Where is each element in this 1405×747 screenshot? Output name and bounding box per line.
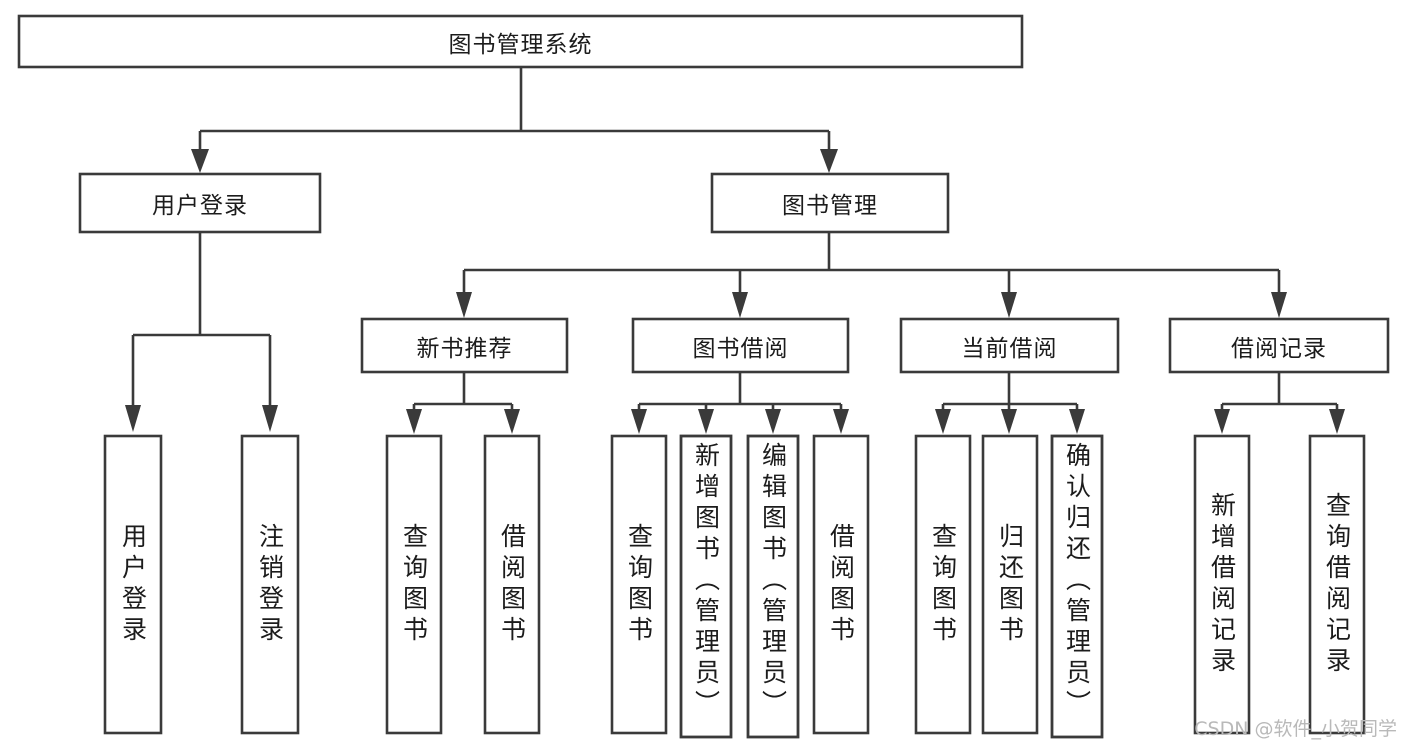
node-leaf-query-book-c-box[interactable] [914,434,972,735]
arrow-head-leaf-edit-book [765,409,781,434]
arrow-head-to-user-login [191,149,209,173]
arrow-head-to-current-borrow [1001,292,1017,318]
arrow-head-leaf-add-book [698,409,714,434]
arrow-head-leaf-add-record [1214,409,1230,434]
arrow-head-leaf-user-login [125,405,141,432]
arrow-head-leaf-borrow-book-b [833,409,849,434]
arrow-head-to-new-book-rec [456,292,472,318]
node-leaf-edit-book-box[interactable] [746,434,800,739]
edge-book-manage-to-level2 [462,232,1281,295]
arrow-head-leaf-logout [262,405,278,432]
node-leaf-add-book-box[interactable] [679,434,733,739]
node-leaf-add-record-box[interactable] [1193,434,1251,735]
node-leaf-user-login-box[interactable] [103,434,163,735]
arrow-head-leaf-query-book-c [935,409,951,434]
edge-root-to-level1 [198,67,831,152]
edge-current-borrow-to-leaves [941,372,1079,412]
node-leaf-query-book-b-box[interactable] [610,434,668,735]
arrow-head-leaf-query-book-a [406,409,422,434]
edge-new-book-rec-to-leaves [412,372,514,412]
edge-borrow-record-to-leaves [1220,372,1339,412]
arrow-head-leaf-query-record [1329,409,1345,434]
node-book-borrow-box[interactable] [631,317,850,374]
node-book-manage-box[interactable] [710,172,950,234]
arrow-head-leaf-return-book [1001,409,1017,434]
arrow-head-to-borrow-record [1271,292,1287,318]
node-leaf-logout-box[interactable] [240,434,300,735]
node-leaf-return-book-box[interactable] [981,434,1039,735]
arrow-head-leaf-confirm-return [1069,409,1085,434]
node-leaf-query-book-a-box[interactable] [385,434,443,735]
node-leaf-borrow-book-b-box[interactable] [812,434,870,735]
node-leaf-borrow-book-a-box[interactable] [483,434,541,735]
arrow-head-to-book-borrow [732,292,748,318]
arrow-head-leaf-borrow-book-a [504,409,520,434]
node-leaf-query-record-box[interactable] [1308,434,1366,735]
node-borrow-record-box[interactable] [1168,317,1390,374]
arrow-head-to-book-manage [820,149,838,173]
node-new-book-rec-box[interactable] [360,317,569,374]
arrow-head-leaf-query-book-b [631,409,647,434]
node-user-login-box[interactable] [78,172,322,234]
node-root-box[interactable] [17,14,1024,69]
edge-user-login-to-leaves [131,232,272,408]
node-leaf-confirm-return-box[interactable] [1050,434,1104,739]
edge-book-borrow-to-leaves [637,372,843,412]
node-current-borrow-box[interactable] [899,317,1120,374]
